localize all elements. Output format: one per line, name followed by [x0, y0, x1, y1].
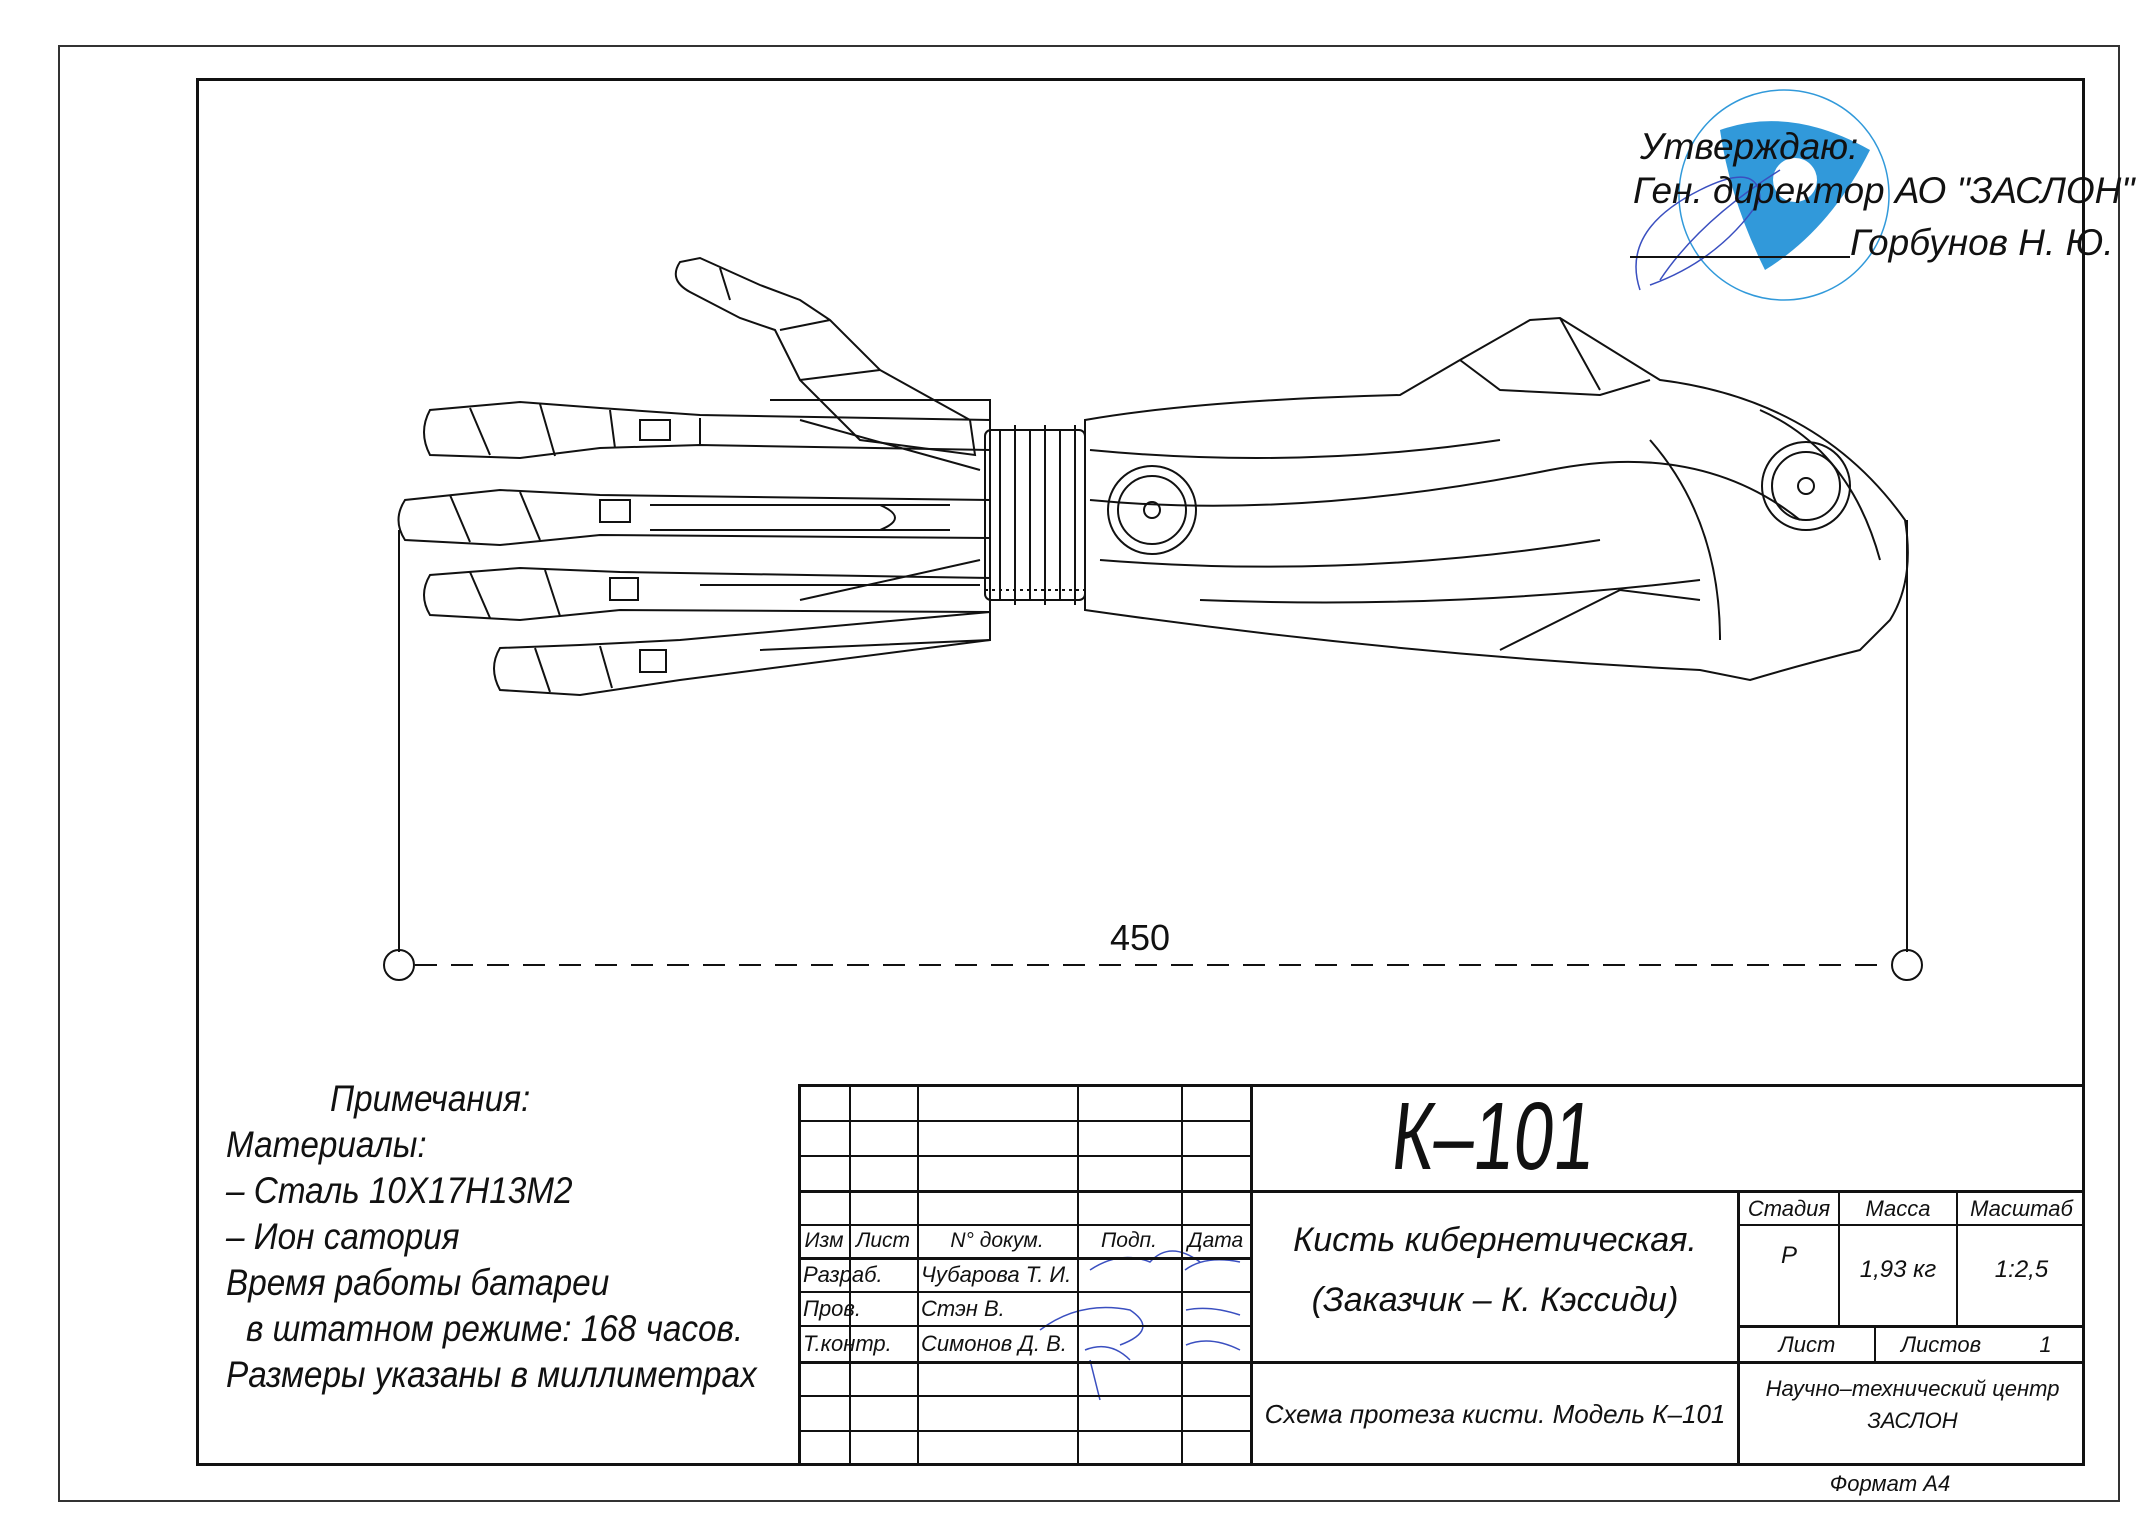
product-name: Кисть кибернетическая.	[1293, 1220, 1697, 1259]
scale-label: Масштаб	[1970, 1195, 2073, 1221]
note-line: – Сталь 10Х17Н13М2	[226, 1170, 573, 1211]
format-label: Формат А4	[1829, 1471, 1951, 1496]
signature-director	[1635, 169, 1781, 291]
company-stamp	[1678, 89, 1890, 301]
approval-signature-line	[1630, 256, 1850, 258]
note-line: Материалы:	[226, 1124, 427, 1165]
forearm	[1084, 316, 1909, 682]
approval-position: Ген. директор АО "ЗАСЛОН"	[1633, 170, 2135, 211]
header-izm: Изм	[804, 1229, 844, 1252]
approval-label: Утверждаю:	[1640, 126, 1859, 167]
finger-middle	[397, 488, 991, 547]
role-label: Пров.	[803, 1295, 862, 1321]
wrist-joint	[984, 425, 1086, 605]
dimension-line	[383, 520, 1923, 981]
palm	[759, 399, 991, 651]
customer: (Заказчик – К. Кэссиди)	[1311, 1280, 1679, 1319]
finger-ring	[423, 566, 991, 622]
outer-frame	[58, 45, 2120, 1502]
organization-line2: ЗАСЛОН	[1867, 1408, 1958, 1433]
scale-value: 1:2,5	[1994, 1256, 2049, 1283]
sheets-label: Листов	[1900, 1331, 1982, 1357]
notes-title: Примечания:	[330, 1078, 531, 1119]
drawing-frame	[196, 78, 2085, 1466]
mass-label: Масса	[1865, 1195, 1931, 1221]
header-sign: Подп.	[1101, 1229, 1157, 1252]
note-line: в штатном режиме: 168 часов.	[246, 1308, 744, 1349]
role-name: Стэн В.	[921, 1295, 1005, 1321]
approval-name: Горбунов Н. Ю.	[1850, 222, 2114, 263]
note-line: – Ион сатория	[226, 1216, 460, 1257]
finger-index	[423, 400, 991, 460]
document-title: Схема протеза кисти. Модель К–101	[1264, 1399, 1726, 1429]
stage-value: Р	[1780, 1242, 1797, 1269]
thumb	[674, 256, 977, 457]
mass-value: 1,93 кг	[1859, 1256, 1937, 1283]
sheet-label: Лист	[1778, 1331, 1836, 1357]
header-list: Лист	[855, 1229, 911, 1252]
stage-label: Стадия	[1747, 1195, 1831, 1221]
designation: К–101	[1386, 1083, 1601, 1190]
note-line: Размеры указаны в миллиметрах	[226, 1354, 757, 1395]
role-label: Т.контр.	[803, 1330, 892, 1356]
finger-little	[493, 610, 991, 697]
signatures-title-block	[1039, 1250, 1241, 1401]
dimension-value: 450	[1110, 917, 1171, 958]
header-date: Дата	[1187, 1229, 1244, 1252]
header-doc-no: N° докум.	[950, 1229, 1044, 1252]
note-line: Время работы батареи	[226, 1262, 610, 1303]
joint-circle-right	[1761, 441, 1851, 531]
role-name: Чубарова Т. И.	[921, 1261, 1072, 1287]
joint-circle-left	[1107, 465, 1197, 555]
sheets-count: 1	[2039, 1331, 2052, 1357]
organization-line1: Научно–технический центр	[1765, 1376, 2060, 1401]
role-name: Симонов Д. В.	[921, 1330, 1067, 1356]
role-label: Разраб.	[803, 1261, 883, 1287]
